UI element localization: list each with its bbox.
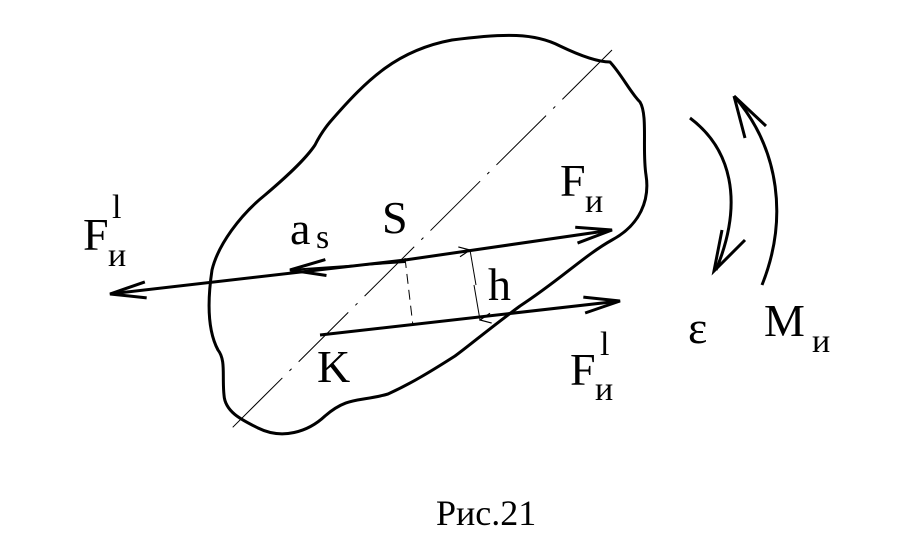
body-outline bbox=[207, 33, 649, 436]
label-M: M bbox=[764, 295, 805, 346]
h-dimension-up bbox=[470, 250, 477, 286]
perpendicular-dashed bbox=[404, 257, 414, 327]
force-F-lower-arrow bbox=[319, 295, 621, 337]
axis-line bbox=[227, 49, 613, 433]
force-F-right-arrow bbox=[404, 225, 613, 262]
figure-caption: Рис.21 bbox=[436, 493, 536, 533]
label-F-left-sup: l bbox=[112, 189, 121, 226]
h-dimension-down bbox=[473, 284, 480, 320]
moment-curved-arrow bbox=[733, 96, 779, 286]
epsilon-curved-arrow bbox=[689, 116, 733, 271]
label-F-lower-sup: l bbox=[600, 326, 609, 363]
epsilon-arrowhead bbox=[711, 229, 747, 276]
label-a-sub: s bbox=[316, 219, 329, 256]
label-h: h bbox=[488, 259, 511, 310]
acceleration-arrow bbox=[289, 258, 406, 277]
moment-arrowhead bbox=[732, 94, 768, 139]
label-F-lower: F bbox=[570, 344, 596, 395]
label-F-right-sub: и bbox=[585, 183, 603, 220]
label-a: a bbox=[290, 203, 310, 254]
label-M-sub: и bbox=[812, 323, 830, 360]
label-epsilon: ε bbox=[688, 302, 707, 353]
label-S: S bbox=[382, 192, 408, 243]
label-F-left-sub: и bbox=[108, 237, 126, 274]
label-F-right: F bbox=[560, 155, 586, 206]
label-F-left: F bbox=[83, 209, 109, 260]
label-K: K bbox=[317, 341, 350, 392]
label-F-lower-sub: и bbox=[595, 371, 613, 408]
